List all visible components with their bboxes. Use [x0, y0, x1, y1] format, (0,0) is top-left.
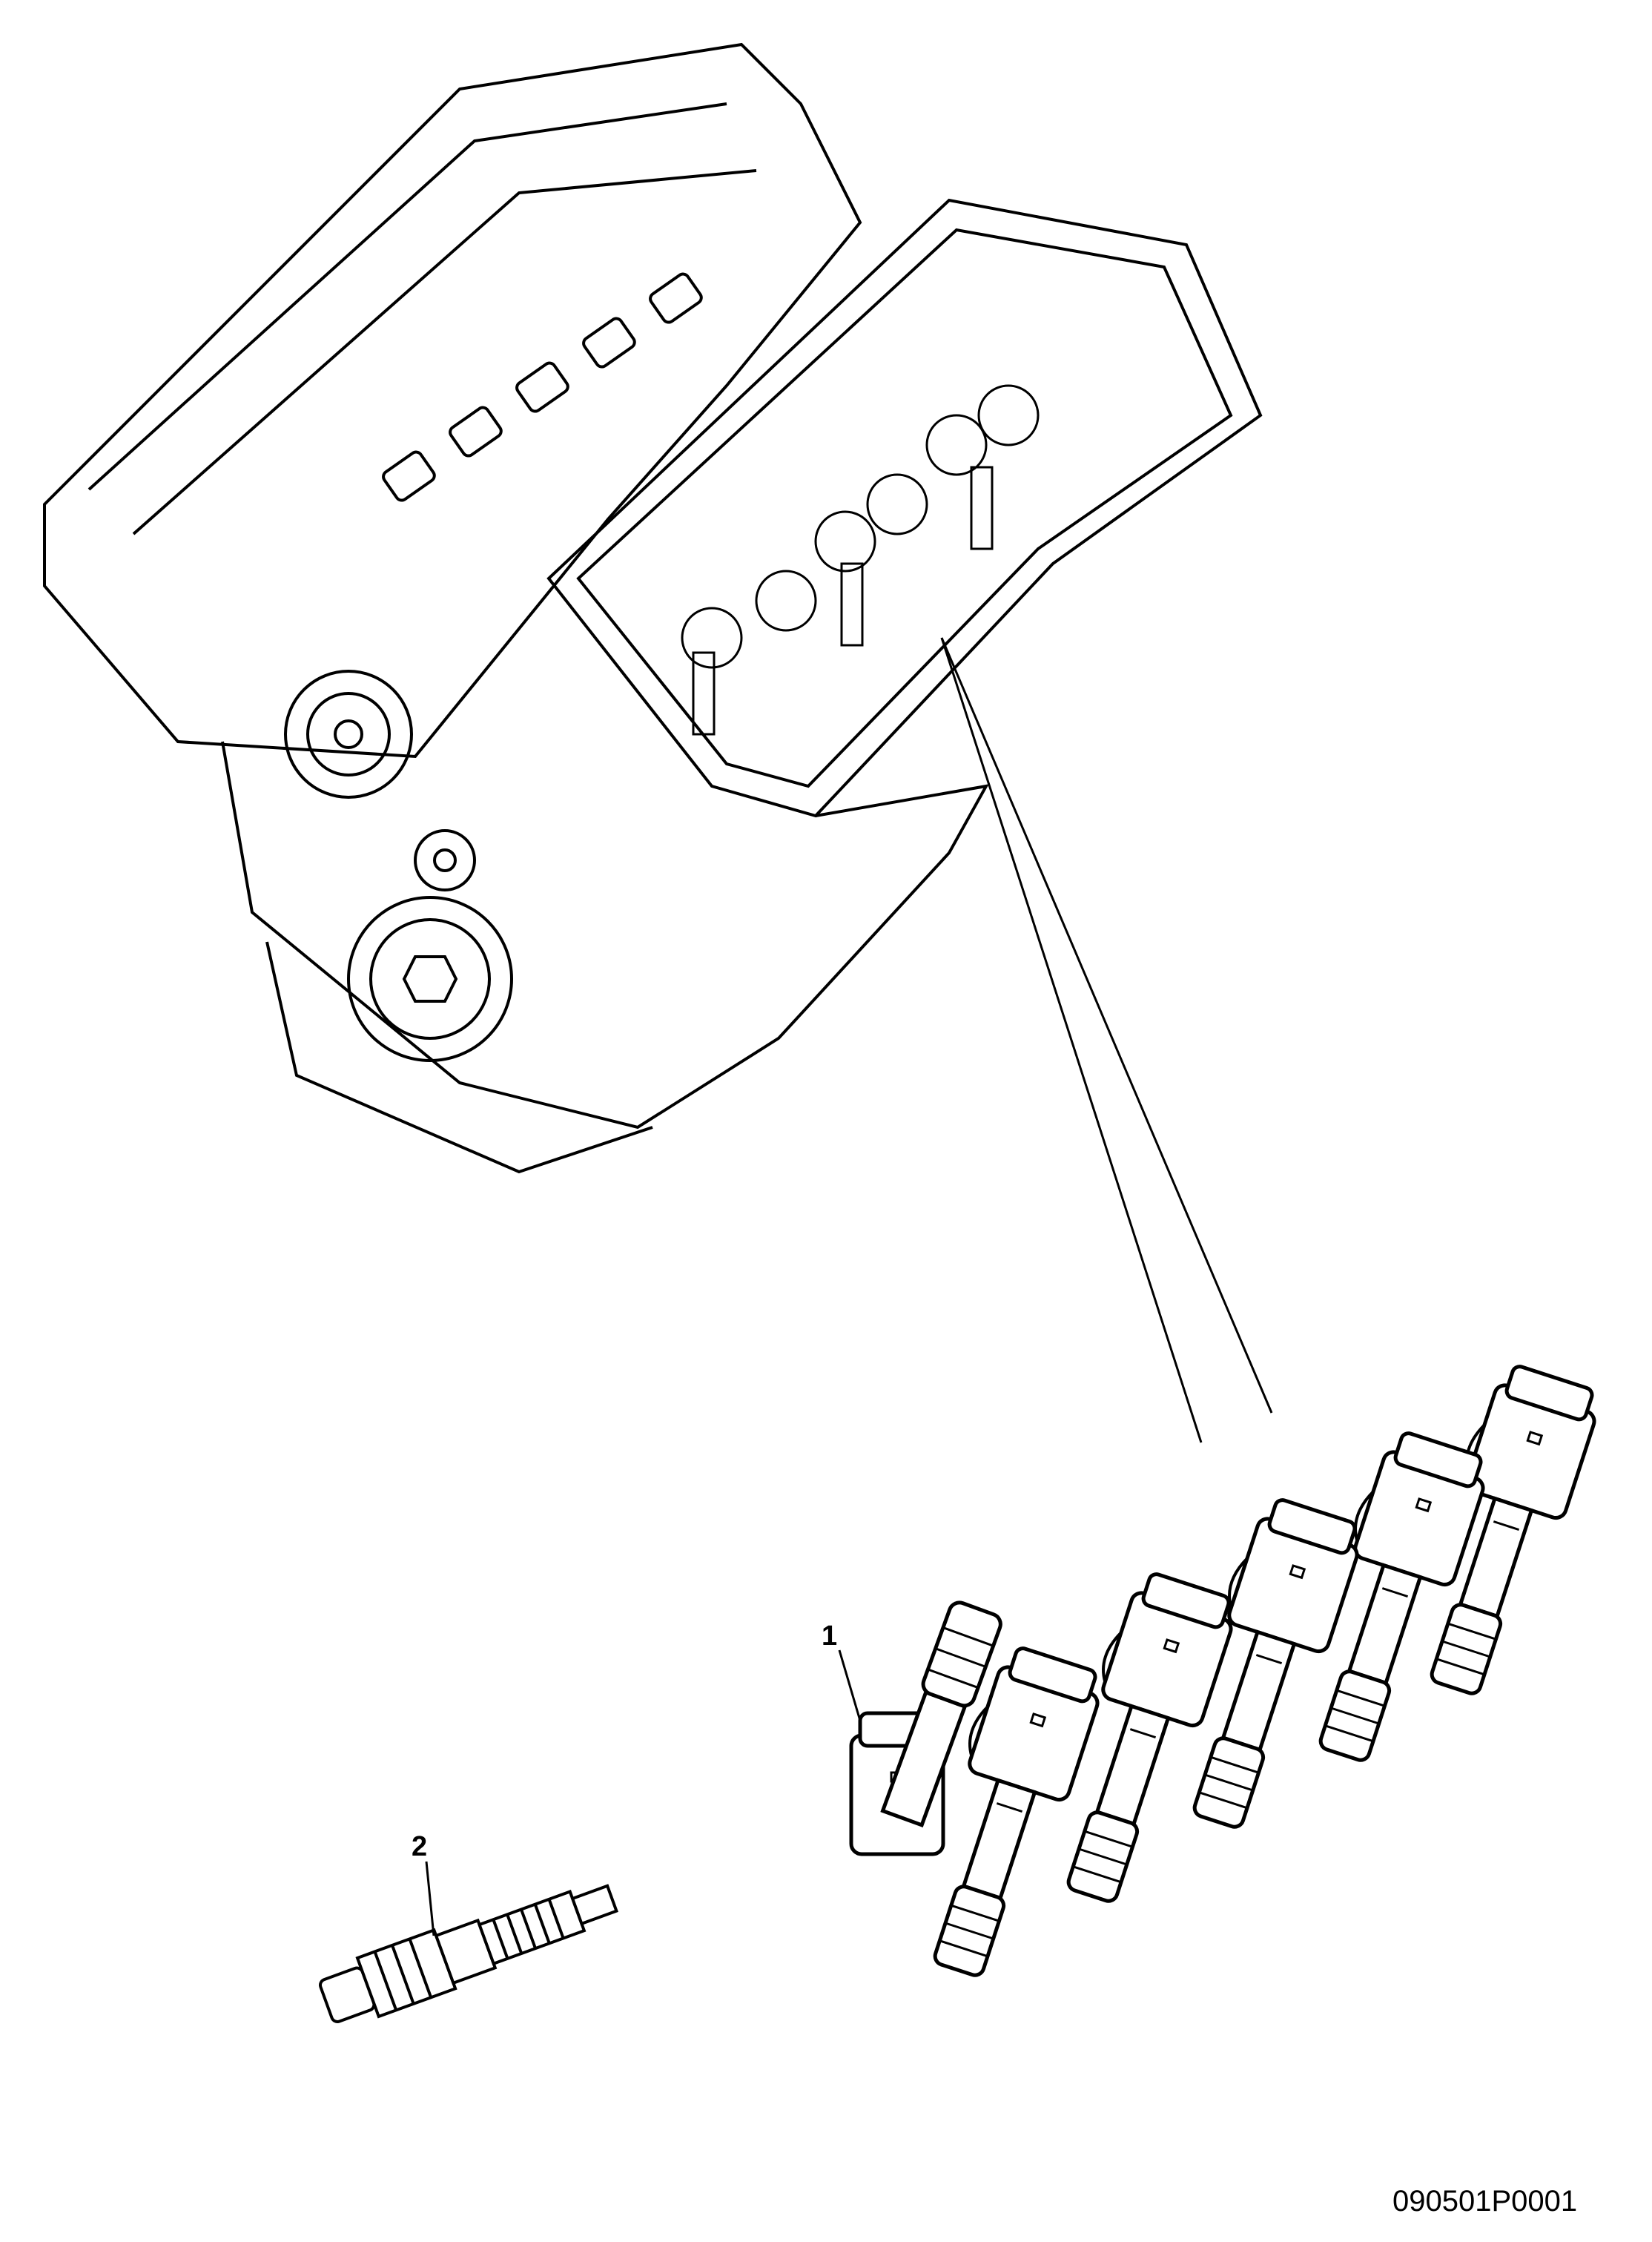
callout-2-label: 2	[412, 1831, 428, 1862]
drawing-number: 090501P0001	[1392, 2185, 1578, 2218]
engine-block	[43, 42, 1263, 1174]
ignition-coil-set	[838, 1359, 1604, 1986]
callout-1-label: 1	[822, 1620, 838, 1652]
spark-plug	[318, 1884, 618, 2023]
leader-lines	[940, 637, 1273, 1443]
callout-2-leader	[425, 1861, 435, 1936]
